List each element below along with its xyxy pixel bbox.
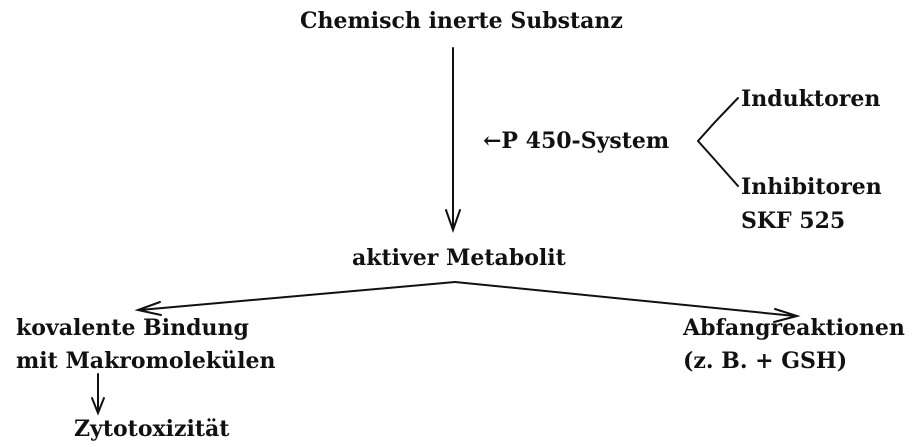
covalent-binding-label-line2: mit Makromolekülen bbox=[16, 348, 276, 374]
inhibitors-label: Inhibitoren bbox=[741, 174, 882, 200]
metabolite-label: aktiver Metabolit bbox=[352, 245, 566, 271]
arrow-to-covalent bbox=[139, 281, 456, 311]
trapping-reactions-label-line1: Abfangreaktionen bbox=[683, 315, 905, 341]
trapping-reactions-label-line2: (z. B. + GSH) bbox=[683, 348, 848, 374]
bracket-inducers bbox=[697, 97, 739, 142]
inducers-label: Induktoren bbox=[741, 86, 881, 112]
source-substance-label: Chemisch inerte Substanz bbox=[300, 8, 623, 34]
arrowhead-covalent bbox=[134, 301, 162, 316]
arrowhead-cytotoxicity bbox=[91, 397, 105, 416]
arrow-to-trapping bbox=[454, 281, 796, 317]
covalent-binding-label-line1: kovalente Bindung bbox=[16, 315, 249, 341]
bracket-inhibitors bbox=[697, 140, 739, 187]
arrowhead-trapping bbox=[773, 308, 801, 323]
cytotoxicity-label: Zytotoxizität bbox=[74, 416, 230, 442]
p450-system-label: ←P 450-System bbox=[483, 128, 670, 154]
arrowhead-metabolite bbox=[445, 209, 461, 234]
inhibitor-example-label: SKF 525 bbox=[741, 208, 846, 234]
